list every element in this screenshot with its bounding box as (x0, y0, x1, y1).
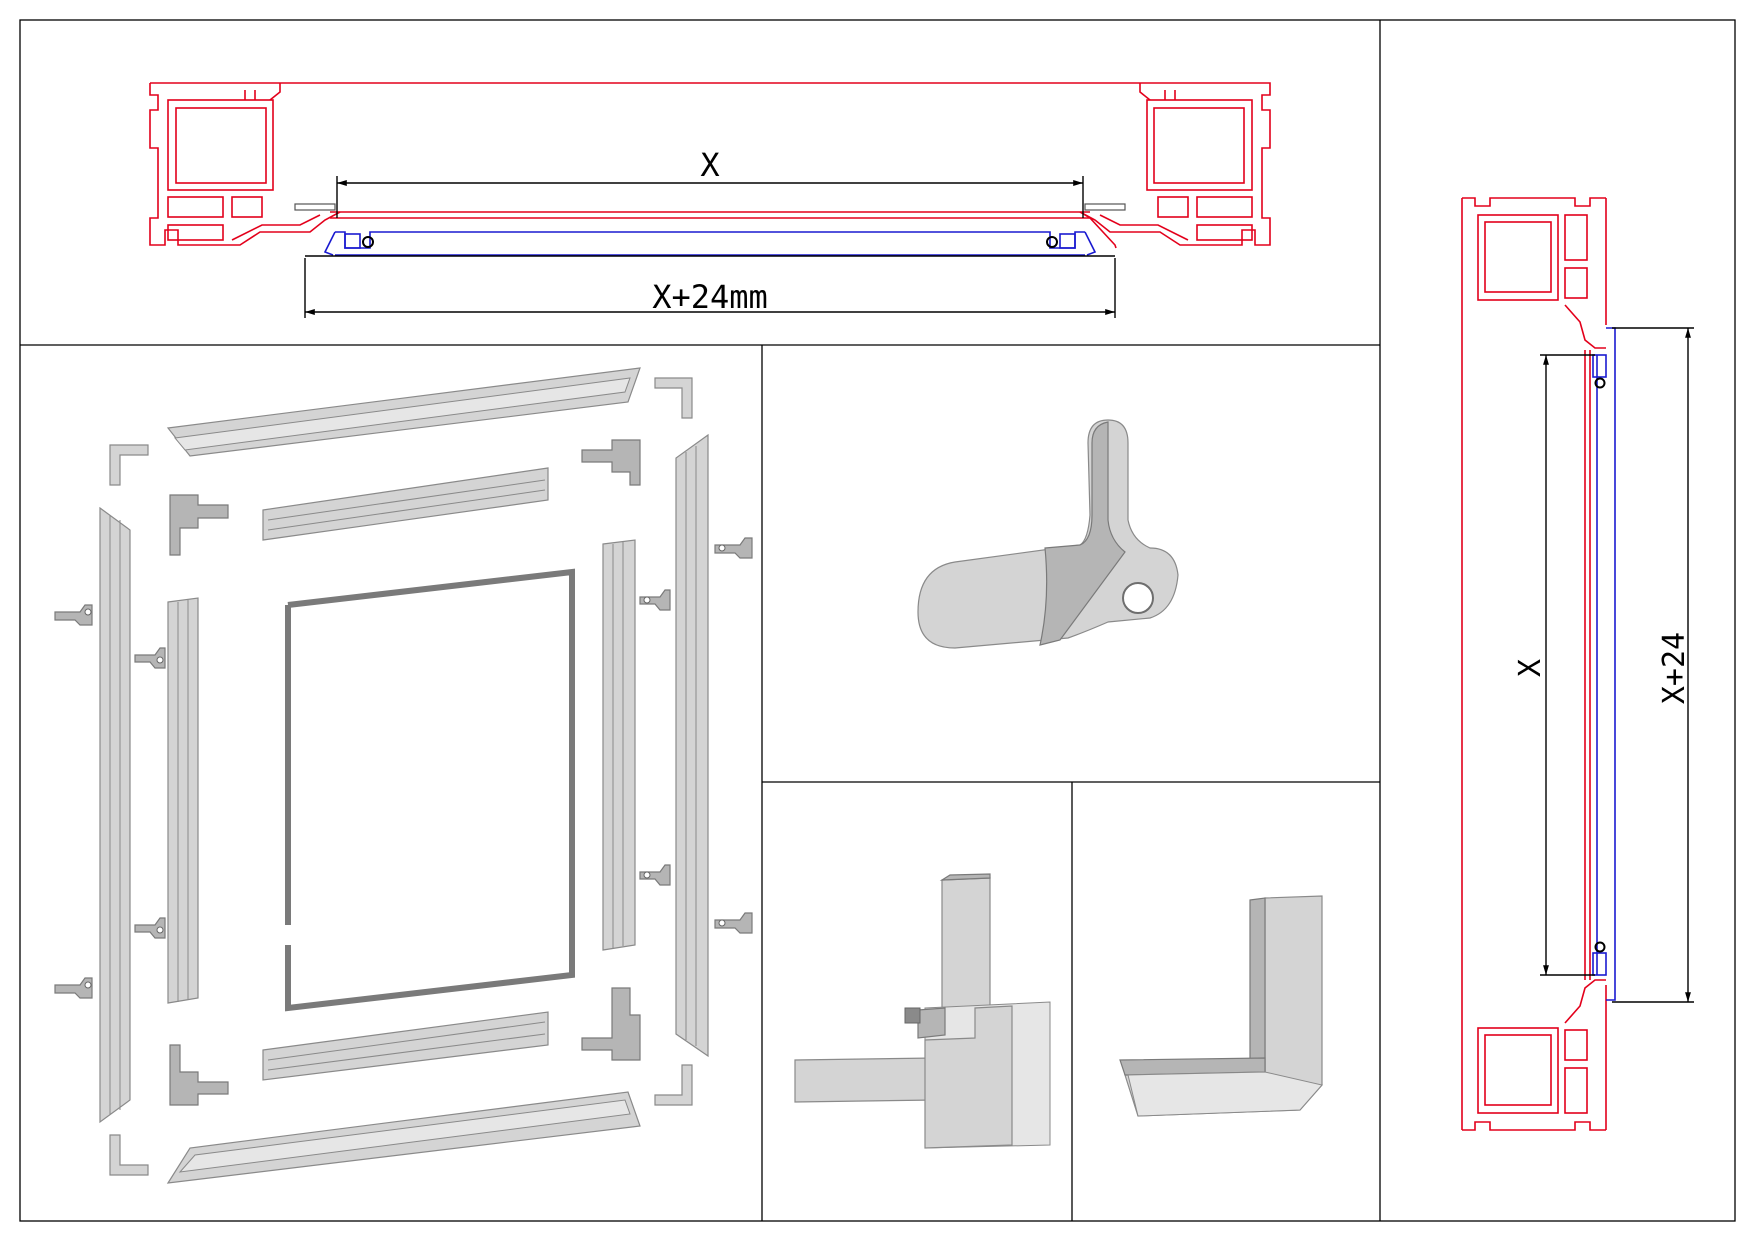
window-frame-profile-side (1461, 197, 1607, 1131)
corner-cap-detail (1119, 895, 1323, 1117)
dimension-label-x-plus-24mm: X+24mm (652, 278, 768, 316)
window-frame-profile-top (149, 82, 1271, 249)
frame-profile-left-outer (99, 506, 131, 1124)
horizontal-section-drawing: X X+24mm (149, 82, 1271, 318)
exploded-assembly-view (54, 367, 753, 1184)
vertical-section-drawing: X X+24 (1461, 197, 1694, 1131)
dimension-x-top: X (336, 146, 1084, 218)
frame-profile-bottom-outer (166, 1091, 641, 1184)
corner-caps-outer (109, 377, 693, 1176)
clip (714, 912, 753, 934)
corner-connector-detail (794, 873, 1051, 1149)
clip (54, 977, 93, 999)
panel-frames (19, 19, 1736, 1222)
dimension-x-side: X (1513, 354, 1595, 976)
dimension-label-x: X (700, 146, 719, 184)
clip (714, 537, 753, 559)
clip (134, 647, 166, 669)
screen-mesh-panel (285, 568, 575, 1012)
clip (54, 604, 93, 626)
clip (639, 864, 671, 886)
fastening-clip-detail (917, 419, 1179, 649)
frame-profile-bottom-inner (262, 1011, 549, 1081)
dimension-label-x-plus-24-side: X+24 (1657, 632, 1692, 704)
clip (639, 589, 671, 611)
frame-profile-top-outer (166, 367, 641, 457)
dimension-x-plus-24-side: X+24 (1612, 327, 1694, 1003)
frame-profile-right-inner (602, 539, 636, 951)
dimension-label-x-side: X (1513, 659, 1548, 677)
insect-screen-frame-side (1592, 327, 1616, 1001)
frame-profile-top-inner (262, 467, 549, 541)
mounting-clips (54, 537, 753, 999)
insect-screen-frame-top (294, 203, 1126, 257)
frame-profile-left-inner (167, 597, 199, 1004)
dimension-x-plus-24-top: X+24mm (304, 258, 1116, 318)
frame-profile-right-outer (675, 433, 709, 1058)
corner-connectors-inner (169, 439, 641, 1106)
clip (134, 917, 166, 939)
